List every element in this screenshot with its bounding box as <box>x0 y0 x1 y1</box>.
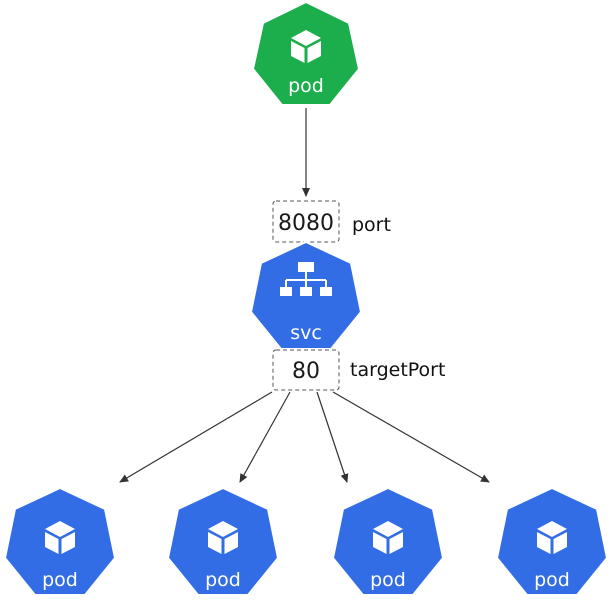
pod-heptagon <box>495 486 609 596</box>
arrow-svc-to-pod-4 <box>332 391 490 483</box>
pod-label: pod <box>370 569 406 591</box>
arrow-svc-to-pod-2 <box>239 391 291 483</box>
target-port-box: 80 <box>272 349 340 391</box>
source-pod-node: pod <box>251 0 361 106</box>
target-port-dashed-box <box>272 349 340 391</box>
pod-label: pod <box>42 569 78 591</box>
target-pod-node-4: pod <box>495 486 609 596</box>
port-box: 8080 <box>272 200 340 243</box>
port-value: 8080 <box>278 211 334 236</box>
pod-heptagon <box>3 486 117 596</box>
arrow-svc-to-pod-3 <box>316 391 349 483</box>
pod-heptagon <box>331 486 445 596</box>
target-pod-node-1: pod <box>3 486 117 596</box>
pod-label: pod <box>534 569 570 591</box>
port-label: port <box>352 214 391 236</box>
target-port-label: targetPort <box>350 359 445 381</box>
service-node: svc <box>249 240 363 350</box>
pod-label: pod <box>205 569 241 591</box>
arrow-svc-to-pod-1 <box>119 391 273 483</box>
target-pod-node-3: pod <box>331 486 445 596</box>
source-pod-label: pod <box>288 75 324 97</box>
service-label: svc <box>290 322 322 344</box>
target-pod-node-2: pod <box>166 486 280 596</box>
connectors <box>119 108 490 483</box>
source-pod-heptagon <box>251 0 361 106</box>
target-port-value: 80 <box>292 359 320 384</box>
pod-heptagon <box>166 486 280 596</box>
hierarchy-icon <box>280 262 332 296</box>
